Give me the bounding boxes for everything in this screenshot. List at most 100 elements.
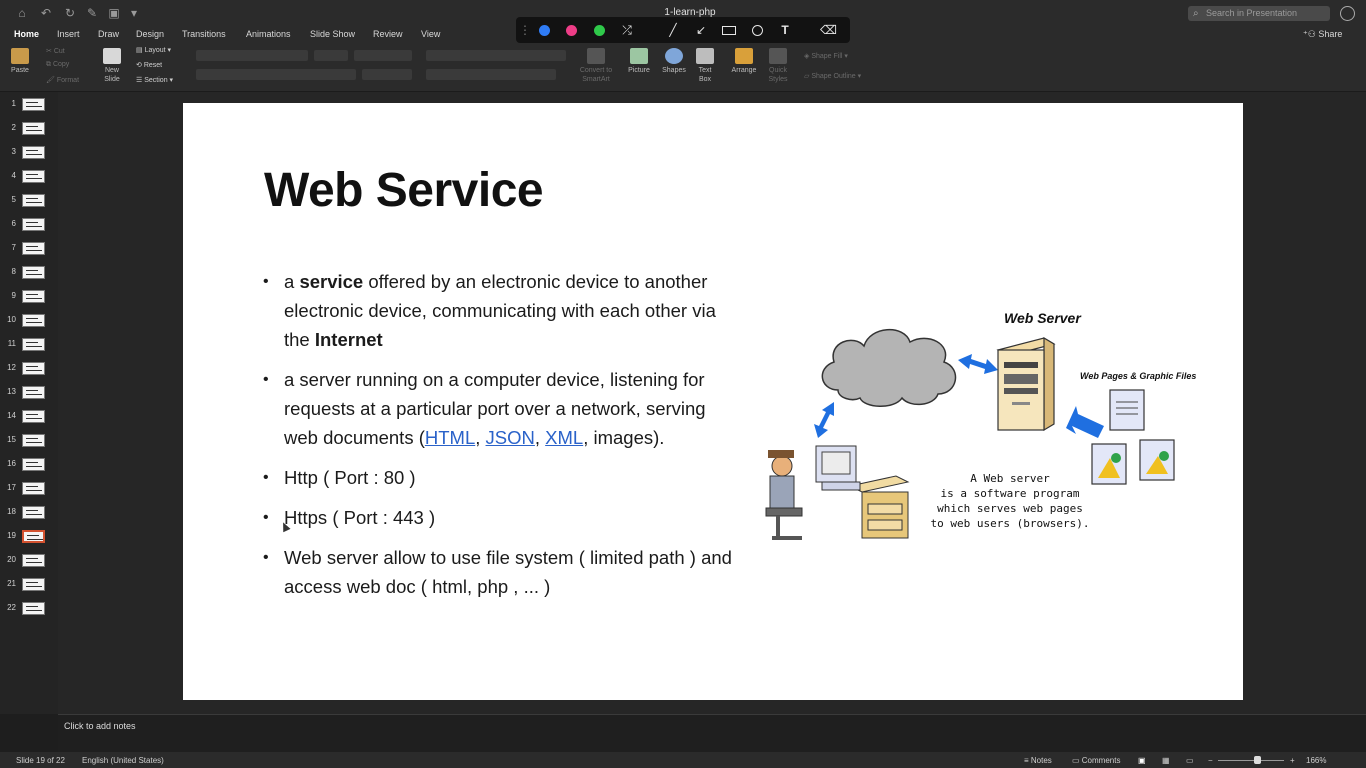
slide-thumbnail[interactable]: 1: [0, 97, 58, 115]
slide-thumbnail[interactable]: 3: [0, 145, 58, 163]
paragraph-align-buttons[interactable]: [426, 69, 556, 80]
layout-button[interactable]: ▤ Layout ▾: [136, 47, 172, 54]
html-link[interactable]: HTML: [424, 427, 476, 448]
slide-thumbnail[interactable]: 2: [0, 121, 58, 139]
tab-animations[interactable]: Animations: [246, 29, 291, 39]
shape-outline-button[interactable]: ▱ Shape Outline ▾: [804, 73, 862, 80]
slide-thumbnail[interactable]: 18: [0, 505, 58, 523]
zoom-out-icon[interactable]: −: [1208, 756, 1213, 765]
feedback-icon[interactable]: [1340, 6, 1355, 21]
arrow-icon[interactable]: ↙: [695, 23, 707, 37]
slide-thumbnail[interactable]: 10: [0, 313, 58, 331]
redo-icon[interactable]: ↻: [64, 6, 76, 20]
cut-button[interactable]: ✂ Cut: [46, 48, 65, 55]
shuffle-icon[interactable]: ⤮: [622, 23, 632, 37]
picture-button[interactable]: Picture: [626, 48, 652, 75]
pen-icon[interactable]: ╱: [669, 23, 677, 37]
quick-styles-button[interactable]: Quick Styles: [764, 48, 792, 84]
zoom-level[interactable]: 166%: [1306, 756, 1327, 765]
edit-icon[interactable]: ✎: [86, 6, 98, 20]
slide-thumbnail[interactable]: 6: [0, 217, 58, 235]
notes-placeholder[interactable]: Click to add notes: [64, 721, 136, 731]
text-box-button[interactable]: Text Box: [694, 48, 716, 84]
shapes-button[interactable]: Shapes: [660, 48, 688, 75]
web-server-diagram[interactable]: Web Server Web Pages & Graphic Files A W…: [758, 298, 1228, 558]
zoom-slider[interactable]: [1218, 760, 1284, 761]
tab-home[interactable]: Home: [14, 29, 40, 46]
slide-thumbnail[interactable]: 21: [0, 577, 58, 595]
slide-counter: Slide 19 of 22: [16, 756, 65, 765]
thumbnail-line: [26, 270, 38, 271]
color-green-swatch[interactable]: [594, 25, 605, 36]
share-button[interactable]: ⁺⚇ Share: [1303, 29, 1342, 40]
new-slide-button[interactable]: New Slide: [100, 48, 124, 84]
slide-sorter-icon[interactable]: ▦: [1162, 756, 1170, 765]
slide-thumbnail[interactable]: 14: [0, 409, 58, 427]
section-button[interactable]: ☰ Section ▾: [136, 77, 174, 84]
tab-design[interactable]: Design: [136, 29, 165, 39]
font-name-dropdown[interactable]: [196, 50, 308, 61]
eraser-icon[interactable]: ⌫: [820, 23, 837, 37]
xml-link[interactable]: XML: [545, 427, 584, 448]
copy-button[interactable]: ⧉ Copy: [46, 61, 70, 68]
copy-label: Copy: [52, 61, 70, 68]
slide-thumbnail[interactable]: 16: [0, 457, 58, 475]
notes-button[interactable]: ≡ Notes: [1024, 756, 1052, 765]
slide-thumbnail[interactable]: 12: [0, 361, 58, 379]
save-icon[interactable]: ▣: [108, 6, 120, 20]
slide-thumbnail[interactable]: 7: [0, 241, 58, 259]
slide-thumbnail[interactable]: 5: [0, 193, 58, 211]
notes-pane[interactable]: Click to add notes: [58, 714, 1366, 752]
slide-thumbnail[interactable]: 20: [0, 553, 58, 571]
zoom-in-icon[interactable]: +: [1290, 756, 1295, 765]
home-icon[interactable]: ⌂: [18, 6, 26, 20]
slide-thumbnail[interactable]: 15: [0, 433, 58, 451]
tab-slide-show[interactable]: Slide Show: [310, 29, 356, 39]
normal-view-icon[interactable]: ▣: [1138, 756, 1146, 765]
comments-button[interactable]: ▭ Comments: [1072, 756, 1120, 765]
slide-title[interactable]: Web Service: [264, 164, 544, 217]
color-pink-swatch[interactable]: [566, 25, 577, 36]
arrange-button[interactable]: Arrange: [730, 48, 758, 75]
search-field[interactable]: ⌕ Search in Presentation: [1188, 6, 1330, 21]
font-style-buttons[interactable]: [196, 69, 356, 80]
thumbnail-line: [26, 562, 42, 563]
color-blue-swatch[interactable]: [539, 25, 550, 36]
slide[interactable]: Web Service a service offered by an elec…: [183, 103, 1243, 700]
language-indicator[interactable]: English (United States): [82, 756, 164, 765]
font-color-buttons[interactable]: [362, 69, 412, 80]
tab-insert[interactable]: Insert: [57, 29, 80, 39]
thumbnail-number: 6: [11, 219, 16, 228]
slide-thumbnail[interactable]: 13: [0, 385, 58, 403]
text-icon[interactable]: T: [781, 23, 789, 37]
tab-draw[interactable]: Draw: [98, 29, 120, 39]
server-tower-icon: [996, 336, 1056, 432]
ellipse-icon[interactable]: [752, 25, 763, 36]
customize-toolbar-icon[interactable]: ▾: [130, 6, 138, 20]
drag-handle-icon[interactable]: ⋮: [519, 23, 531, 37]
undo-icon[interactable]: ↶: [40, 6, 52, 20]
slide-thumbnail[interactable]: 8: [0, 265, 58, 283]
paragraph-list-buttons[interactable]: [426, 50, 566, 61]
bullet-list[interactable]: a service offered by an electronic devic…: [263, 267, 733, 612]
tab-view[interactable]: View: [421, 29, 441, 39]
slide-thumbnail[interactable]: 11: [0, 337, 58, 355]
convert-smartart-button[interactable]: Convert to SmartArt: [576, 48, 616, 84]
zoom-slider-handle[interactable]: [1254, 756, 1261, 764]
tab-transitions[interactable]: Transitions: [182, 29, 226, 39]
tab-review[interactable]: Review: [373, 29, 403, 39]
slide-thumbnail[interactable]: 17: [0, 481, 58, 499]
slide-thumbnail[interactable]: 4: [0, 169, 58, 187]
shape-fill-button[interactable]: ◈ Shape Fill ▾: [804, 53, 848, 60]
json-link[interactable]: JSON: [485, 427, 535, 448]
paste-button[interactable]: Paste: [8, 48, 32, 75]
slide-thumbnail[interactable]: 22: [0, 601, 58, 619]
rectangle-icon[interactable]: [722, 26, 736, 35]
format-painter-button[interactable]: 🖌 Format: [46, 77, 80, 84]
slide-thumbnail[interactable]: 9: [0, 289, 58, 307]
reset-button[interactable]: ⟲ Reset: [136, 62, 163, 69]
font-grow-shrink[interactable]: [354, 50, 412, 61]
reading-view-icon[interactable]: ▭: [1186, 756, 1194, 765]
font-size-dropdown[interactable]: [314, 50, 348, 61]
slide-thumbnail[interactable]: 19: [0, 529, 58, 547]
